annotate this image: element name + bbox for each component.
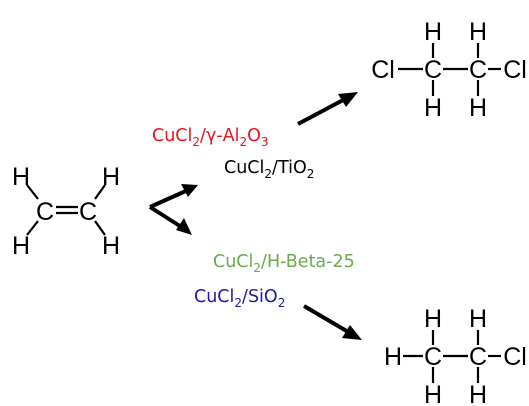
arrow-shaft — [302, 304, 352, 335]
arrowhead-up — [181, 184, 198, 197]
atom-h: H — [469, 381, 487, 406]
branch-arrows — [148, 184, 198, 235]
atom-h: H — [12, 163, 30, 191]
catalyst-label-cucl2-sio2: CuCl2/SiO2 — [194, 287, 285, 310]
catalyst-label-cucl2-tio2: CuCl2/TiO2 — [224, 158, 314, 181]
arrow-to-top-product — [297, 92, 358, 126]
atom-c: C — [79, 198, 97, 226]
atom-cl: Cl — [503, 343, 527, 371]
atom-h: H — [469, 18, 487, 46]
catalyst-label-cucl2-gamma-al2o3: CuCl2/γ-Al2O3 — [152, 126, 269, 149]
atom-c: C — [36, 198, 54, 226]
arrowhead — [342, 325, 362, 340]
bond-single — [94, 220, 106, 236]
atom-h: H — [424, 381, 442, 406]
chloroethane-molecule: H C C Cl H H H H — [384, 305, 527, 406]
atom-h: H — [424, 305, 442, 333]
atom-cl: Cl — [503, 56, 527, 84]
atom-c: C — [469, 56, 487, 84]
atom-c: C — [424, 56, 442, 84]
arrow-shaft — [297, 97, 346, 126]
atom-h: H — [384, 343, 402, 371]
atom-h: H — [469, 94, 487, 122]
bond-single — [94, 184, 106, 200]
atom-h: H — [424, 94, 442, 122]
arrowhead-down — [176, 218, 192, 235]
atom-c: C — [424, 343, 442, 371]
bond-single — [26, 220, 39, 236]
arrow-down-shaft — [148, 205, 185, 230]
atom-c: C — [469, 343, 487, 371]
ethylene-molecule: H H C C H H — [12, 163, 120, 260]
atom-h: H — [102, 163, 120, 191]
arrowhead — [338, 92, 358, 107]
atom-h: H — [469, 305, 487, 333]
dichloroethane-molecule: Cl C C Cl H H H H — [371, 18, 527, 122]
atom-h: H — [12, 232, 30, 260]
atom-cl: Cl — [371, 56, 395, 84]
bond-single — [26, 184, 39, 200]
atom-h: H — [102, 232, 120, 260]
arrow-to-bottom-product — [302, 304, 362, 340]
catalyst-label-cucl2-h-beta-25: CuCl2/H-Beta-25 — [213, 252, 355, 275]
atom-h: H — [424, 18, 442, 46]
arrow-up-shaft — [149, 188, 189, 209]
